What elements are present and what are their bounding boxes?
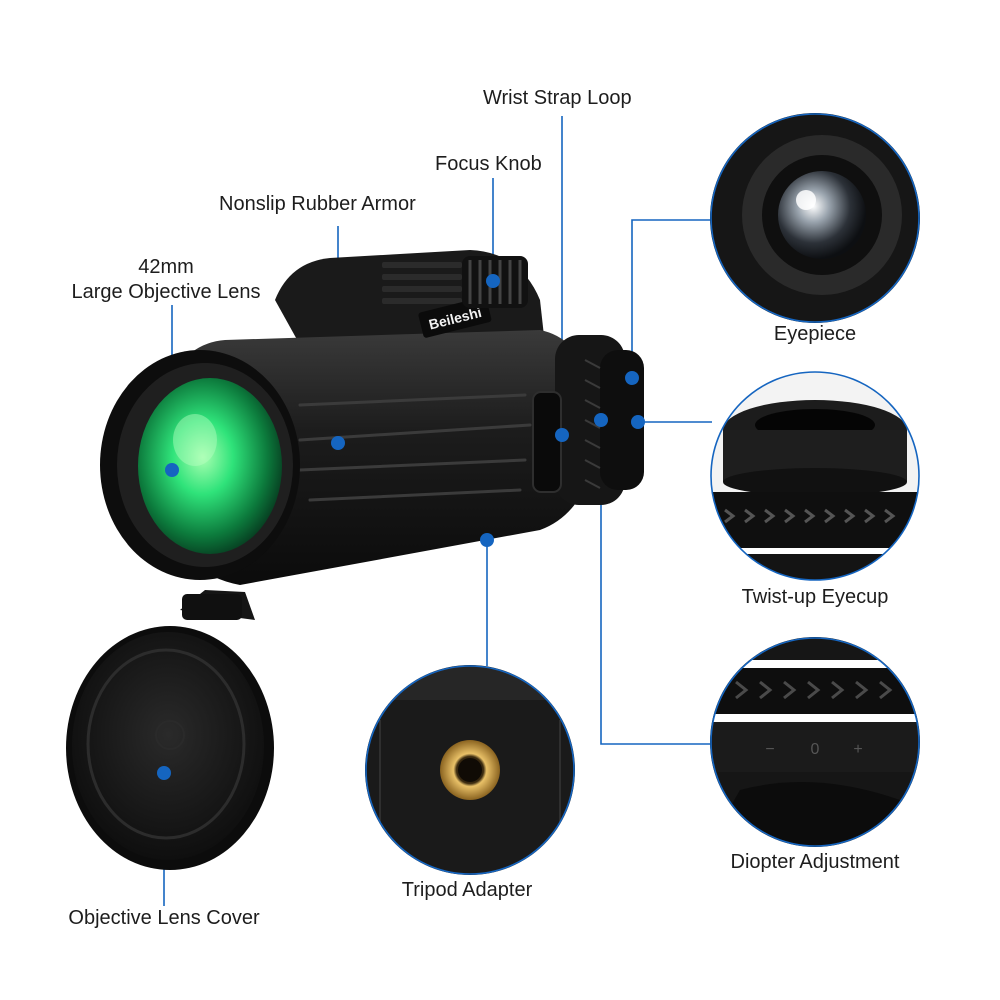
objective-lens-cover — [66, 590, 274, 870]
inset-eyepiece — [710, 113, 920, 323]
label-objective-lens: Large Objective Lens — [71, 281, 261, 303]
dot-wrist-strap — [555, 428, 569, 442]
dot-tripod — [480, 533, 494, 547]
label-eyepiece: Eyepiece — [773, 323, 857, 345]
diopter-plus: + — [853, 741, 862, 758]
inset-tripod-adapter — [365, 665, 575, 875]
label-tripod-adapter: Tripod Adapter — [401, 879, 533, 901]
label-nonslip-rubber-armor: Nonslip Rubber Armor — [219, 193, 416, 215]
dot-focus-knob — [486, 274, 500, 288]
dot-diopter — [594, 413, 608, 427]
leader-eyepiece — [631, 219, 712, 378]
leader-diopter — [600, 420, 712, 745]
label-objective-lens-size: 42mm — [138, 256, 194, 278]
inset-diopter: − 0 + — [710, 637, 920, 847]
marker-dots — [157, 274, 645, 780]
diopter-zero: 0 — [811, 741, 820, 758]
label-objective-lens-cover: Objective Lens Cover — [68, 907, 260, 929]
label-diopter-adjustment: Diopter Adjustment — [730, 851, 900, 873]
inset-eyecup — [710, 371, 920, 581]
monocular-body: Beileshi — [100, 250, 644, 585]
dot-eyecup — [631, 415, 645, 429]
dot-eyepiece — [625, 371, 639, 385]
label-twist-up-eyecup: Twist-up Eyecup — [741, 586, 889, 608]
dot-lens-cover — [157, 766, 171, 780]
label-wrist-strap-loop: Wrist Strap Loop — [483, 87, 632, 109]
dot-objective-lens — [165, 463, 179, 477]
dot-rubber-armor — [331, 436, 345, 450]
label-focus-knob: Focus Knob — [435, 153, 542, 175]
diopter-minus: − — [765, 741, 774, 758]
